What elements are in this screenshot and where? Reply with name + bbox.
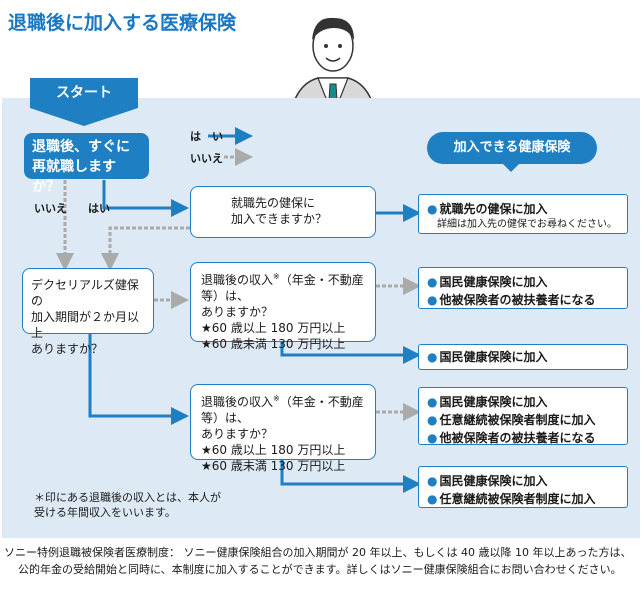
income-footnote: ＊印にある退職後の収入とは、本人が 受ける年間収入をいいます。 bbox=[34, 491, 221, 519]
question-employer-insurance: 就職先の健保に 加入できますか？ bbox=[190, 186, 376, 238]
question-income-1: 退職後の収入※（年金・不動産等）は、 ありますか？ ★60 歳以上 180 万円… bbox=[190, 262, 376, 351]
result-group-5: ●国民健康保険に加入 ●任意継続被保険者制度に加入 bbox=[418, 466, 628, 508]
legend-no-label: いいえ bbox=[190, 152, 223, 165]
result-group-3: ●国民健康保険に加入 bbox=[418, 344, 628, 370]
question-income-2: 退職後の収入※（年金・不動産等）は、 ありますか？ ★60 歳以上 180 万円… bbox=[190, 384, 376, 473]
start-label: スタート bbox=[30, 78, 138, 108]
start-arrow bbox=[30, 108, 138, 126]
result-employer-insurance: ●就職先の健保に加入 詳細は加入先の健保でお尋ねください。 bbox=[418, 194, 628, 234]
question-reemploy: 退職後、すぐに 再就職しますか？ bbox=[24, 133, 149, 195]
eligible-insurance-badge: 加入できる健康保険 bbox=[427, 132, 597, 164]
result-group-4: ●国民健康保険に加入 ●任意継続被保険者制度に加入 ●他被保険者の被扶養者になる bbox=[418, 387, 628, 445]
footer-text: ソニー特例退職被保険者医療制度： ソニー健康保険組合の加入期間が 20 年以上、… bbox=[4, 546, 632, 576]
branch-no-label: いいえ bbox=[34, 202, 67, 215]
result-group-2: ●国民健康保険に加入 ●他被保険者の被扶養者になる bbox=[418, 267, 628, 309]
legend-yes-label: は い bbox=[190, 130, 223, 143]
badge-pointer bbox=[503, 164, 519, 172]
branch-yes-label: はい bbox=[88, 202, 110, 215]
question-membership-period: デクセリアルズ健保の 加入期間が２か月以上 ありますか？ bbox=[22, 268, 154, 356]
page-title: 退職後に加入する医療保険 bbox=[8, 12, 237, 34]
